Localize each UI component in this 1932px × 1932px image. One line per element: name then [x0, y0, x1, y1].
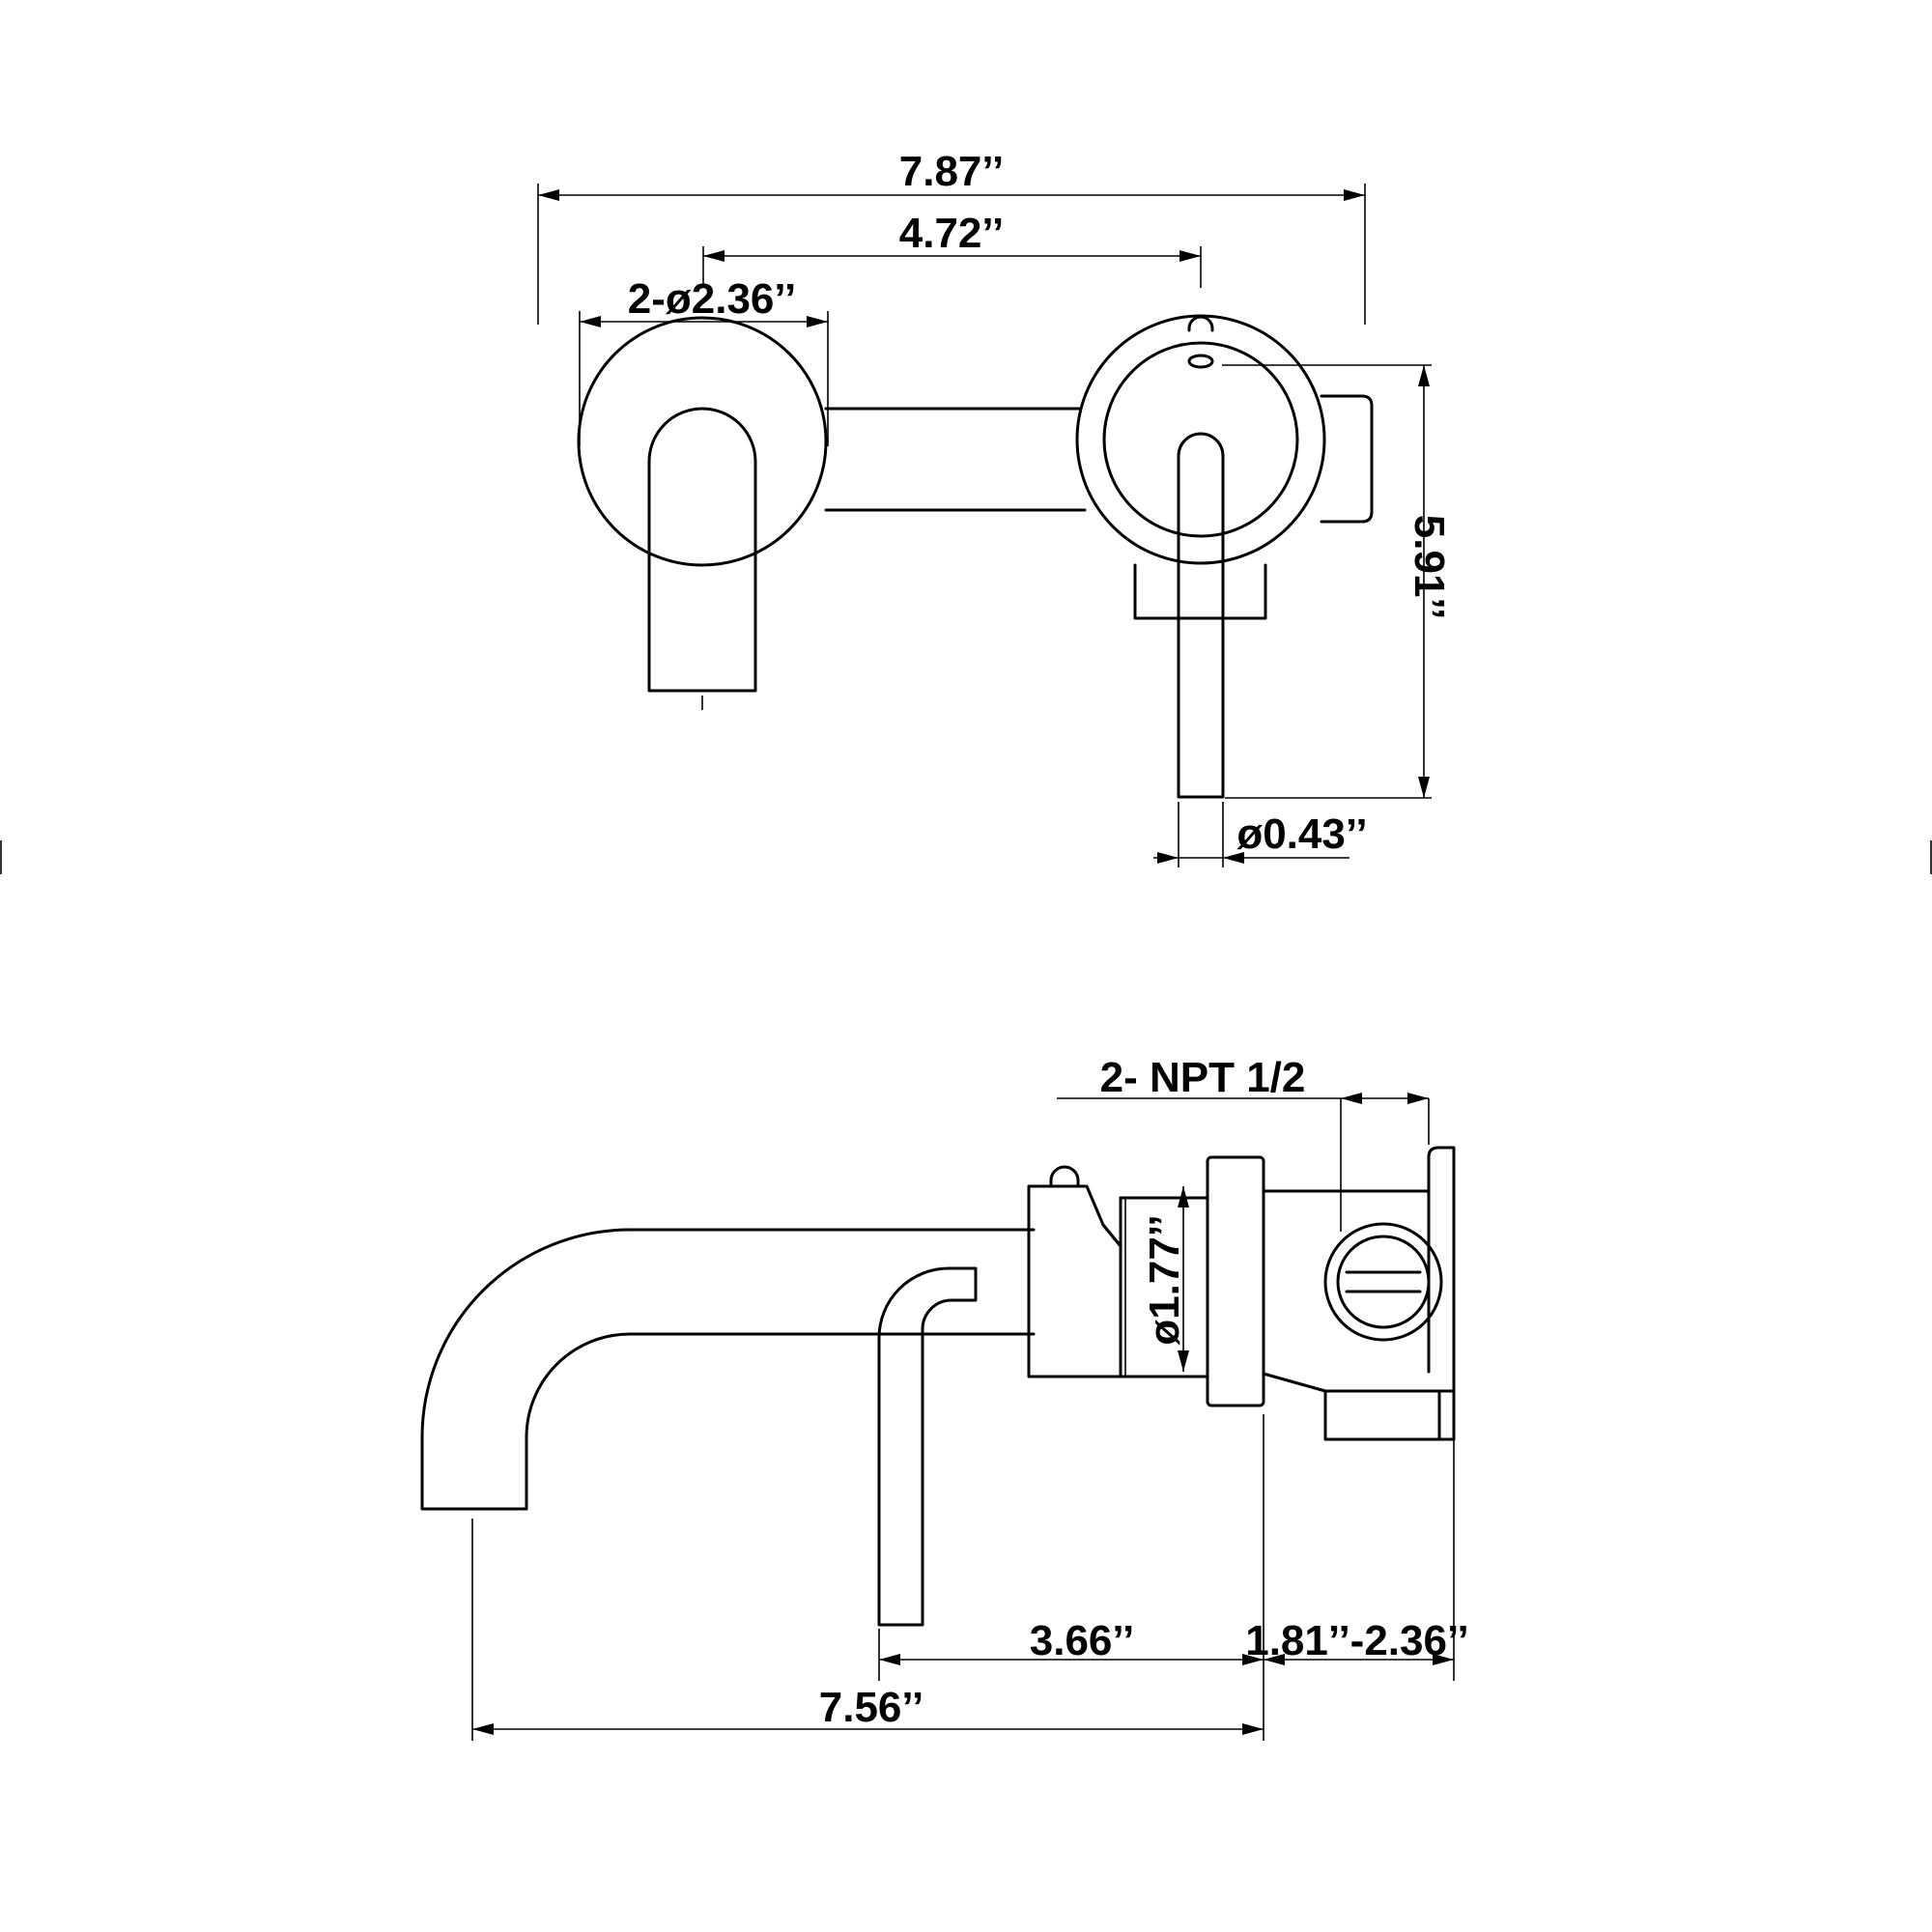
dim-inlet-npt: 2- NPT 1/2: [1100, 1054, 1306, 1101]
side-spout: [420, 1228, 1036, 1511]
front-spout: [647, 407, 757, 693]
dim-overall-width: 7.87’’: [899, 148, 1004, 195]
wall-flange: [1206, 1155, 1265, 1407]
dim-height: 5.91’’: [1406, 515, 1453, 619]
dim-escutcheon-diameter: 2-ø2.36’’: [628, 275, 796, 323]
dim-center-spacing: 4.72’’: [899, 210, 1004, 257]
side-lever-handle: [877, 1266, 978, 1627]
dim-handle-to-wall: 3.66’’: [1030, 1617, 1134, 1664]
front-view: 7.87’’ 4.72’’ 2-ø2.36’’ 5.91’’ ø0.43’’: [537, 148, 1453, 867]
inlet-port-inner: [1336, 1235, 1431, 1329]
side-view: 2- NPT 1/2 ø1.77’’ 3.66’’ 1.81’’-2.36’’ …: [420, 1054, 1469, 1741]
dim-spout-reach: 7.56’’: [819, 1684, 923, 1731]
left-escutcheon: [577, 316, 828, 567]
top-knob: [1187, 315, 1214, 332]
handle-hub: [1027, 1184, 1122, 1378]
lower-valve-block: [1133, 563, 1267, 620]
dim-handle-diameter: ø0.43’’: [1236, 810, 1367, 858]
side-valve-body: [1320, 394, 1374, 524]
dim-wall-depth-range: 1.81’’-2.36’’: [1245, 1617, 1469, 1664]
inlet-port-outer: [1323, 1222, 1443, 1342]
front-lever-handle: [1177, 432, 1225, 799]
right-escutcheon-inner: [1102, 341, 1299, 538]
rough-in-valve: [1262, 1146, 1456, 1441]
right-escutcheon-outer: [1075, 314, 1326, 565]
dim-body-diameter: ø1.77’’: [1141, 1214, 1188, 1345]
